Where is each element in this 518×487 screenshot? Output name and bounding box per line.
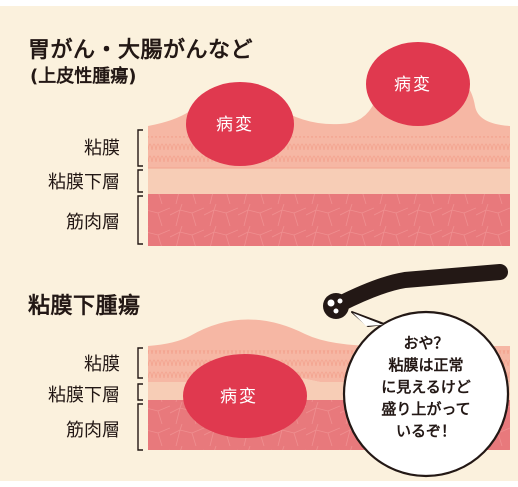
- top-layer-label-submucosa: 粘膜下層: [48, 172, 120, 193]
- endoscope-icon: [323, 264, 508, 319]
- bottom-bracket-muscle: [137, 403, 143, 451]
- speech-line-5: いるぞ！: [395, 422, 456, 440]
- bottom-bracket-submucosa: [137, 383, 143, 401]
- top-lesion-1-label: 病変: [216, 115, 254, 135]
- top-bracket-mucosa: [137, 129, 143, 167]
- top-submucosa-layer: [148, 168, 510, 194]
- top-lesion-2: [366, 42, 470, 126]
- top-lesion-1: [186, 82, 294, 166]
- top-tissue-diagram: [137, 42, 510, 246]
- bottom-bracket-mucosa: [137, 347, 143, 379]
- speech-line-1: おや？: [403, 334, 449, 352]
- top-layer-label-muscle: 筋肉層: [66, 212, 120, 233]
- top-title: 胃がん・大腸がんなど: [28, 38, 254, 63]
- speech-bubble-text: おや？ 粘膜は正常 に見えるけど 盛り上がって いるぞ！: [360, 332, 492, 442]
- top-bracket-submucosa: [137, 169, 143, 193]
- bottom-title: 粘膜下腫瘍: [28, 294, 141, 319]
- speech-line-2: 粘膜は正常: [388, 356, 464, 374]
- bottom-lesion-label: 病変: [220, 387, 258, 407]
- top-bracket-muscle: [137, 195, 143, 245]
- speech-line-3: に見えるけど: [381, 378, 471, 396]
- bottom-layer-label-submucosa: 粘膜下層: [48, 385, 120, 406]
- speech-line-4: 盛り上がって: [381, 400, 471, 418]
- speech-bubble: [342, 310, 510, 478]
- bottom-layer-label-mucosa: 粘膜: [84, 354, 120, 375]
- top-layer-label-mucosa: 粘膜: [84, 138, 120, 159]
- top-lesion-2-label: 病変: [394, 75, 432, 95]
- diagram-drawing: [137, 42, 510, 478]
- bottom-layer-label-muscle: 筋肉層: [66, 420, 120, 441]
- bottom-lesion: [183, 354, 307, 438]
- top-subtitle: (上皮性腫瘍): [30, 66, 137, 87]
